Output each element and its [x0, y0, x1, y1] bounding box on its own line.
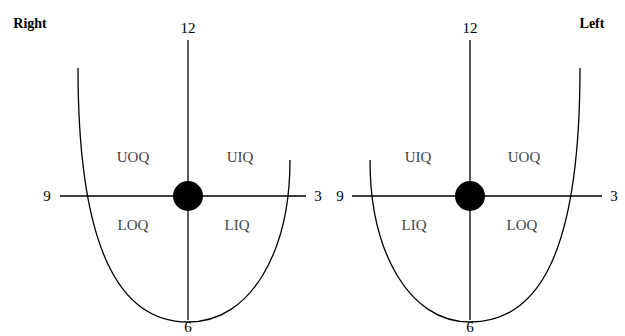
quadrant-label: LIQ: [225, 218, 250, 233]
vertical-axis: [187, 40, 188, 320]
quadrant-label: LOQ: [118, 218, 149, 233]
right-breast-outline: [78, 68, 290, 322]
quadrant-label: LOQ: [507, 218, 538, 233]
clock-number: 3: [610, 189, 618, 204]
quadrant-label: LIQ: [402, 218, 427, 233]
quadrant-label: UOQ: [117, 150, 150, 165]
clock-number: 9: [43, 189, 51, 204]
left-breast-outline: [370, 68, 580, 322]
quadrant-label: UIQ: [405, 150, 432, 165]
clock-number: 12: [463, 21, 478, 36]
clock-number: 3: [314, 189, 322, 204]
side-label: Left: [580, 17, 605, 31]
clock-number: 6: [184, 319, 192, 334]
clock-number: 12: [181, 21, 196, 36]
vertical-axis: [469, 40, 470, 320]
quadrant-label: UIQ: [227, 150, 254, 165]
clock-number: 9: [336, 189, 344, 204]
side-label: Right: [13, 17, 46, 31]
clock-number: 6: [466, 319, 474, 334]
quadrant-label: UOQ: [508, 150, 541, 165]
nipple-dot: [173, 181, 203, 211]
nipple-dot: [455, 181, 485, 211]
